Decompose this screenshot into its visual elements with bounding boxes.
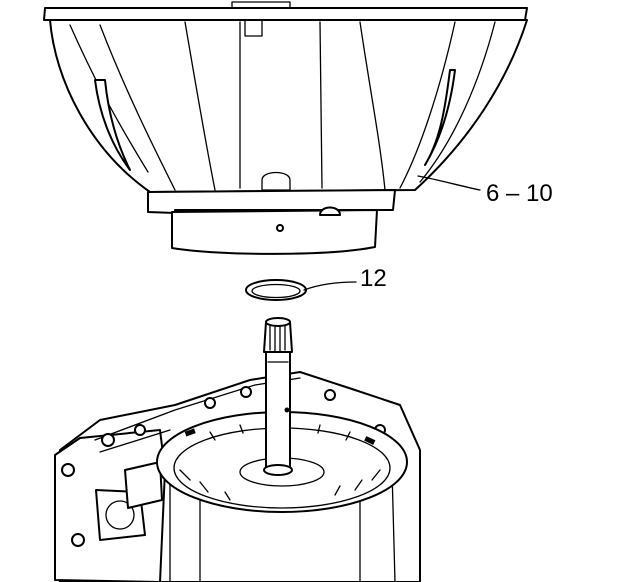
bell-housing — [43, 1, 528, 255]
seal — [245, 279, 307, 301]
callout-housing-label: 6 – 10 — [486, 180, 553, 207]
transmission-case — [54, 371, 421, 582]
leader-lines — [303, 175, 481, 291]
callout-seal-label: 12 — [360, 265, 387, 292]
input-shaft — [263, 317, 293, 476]
